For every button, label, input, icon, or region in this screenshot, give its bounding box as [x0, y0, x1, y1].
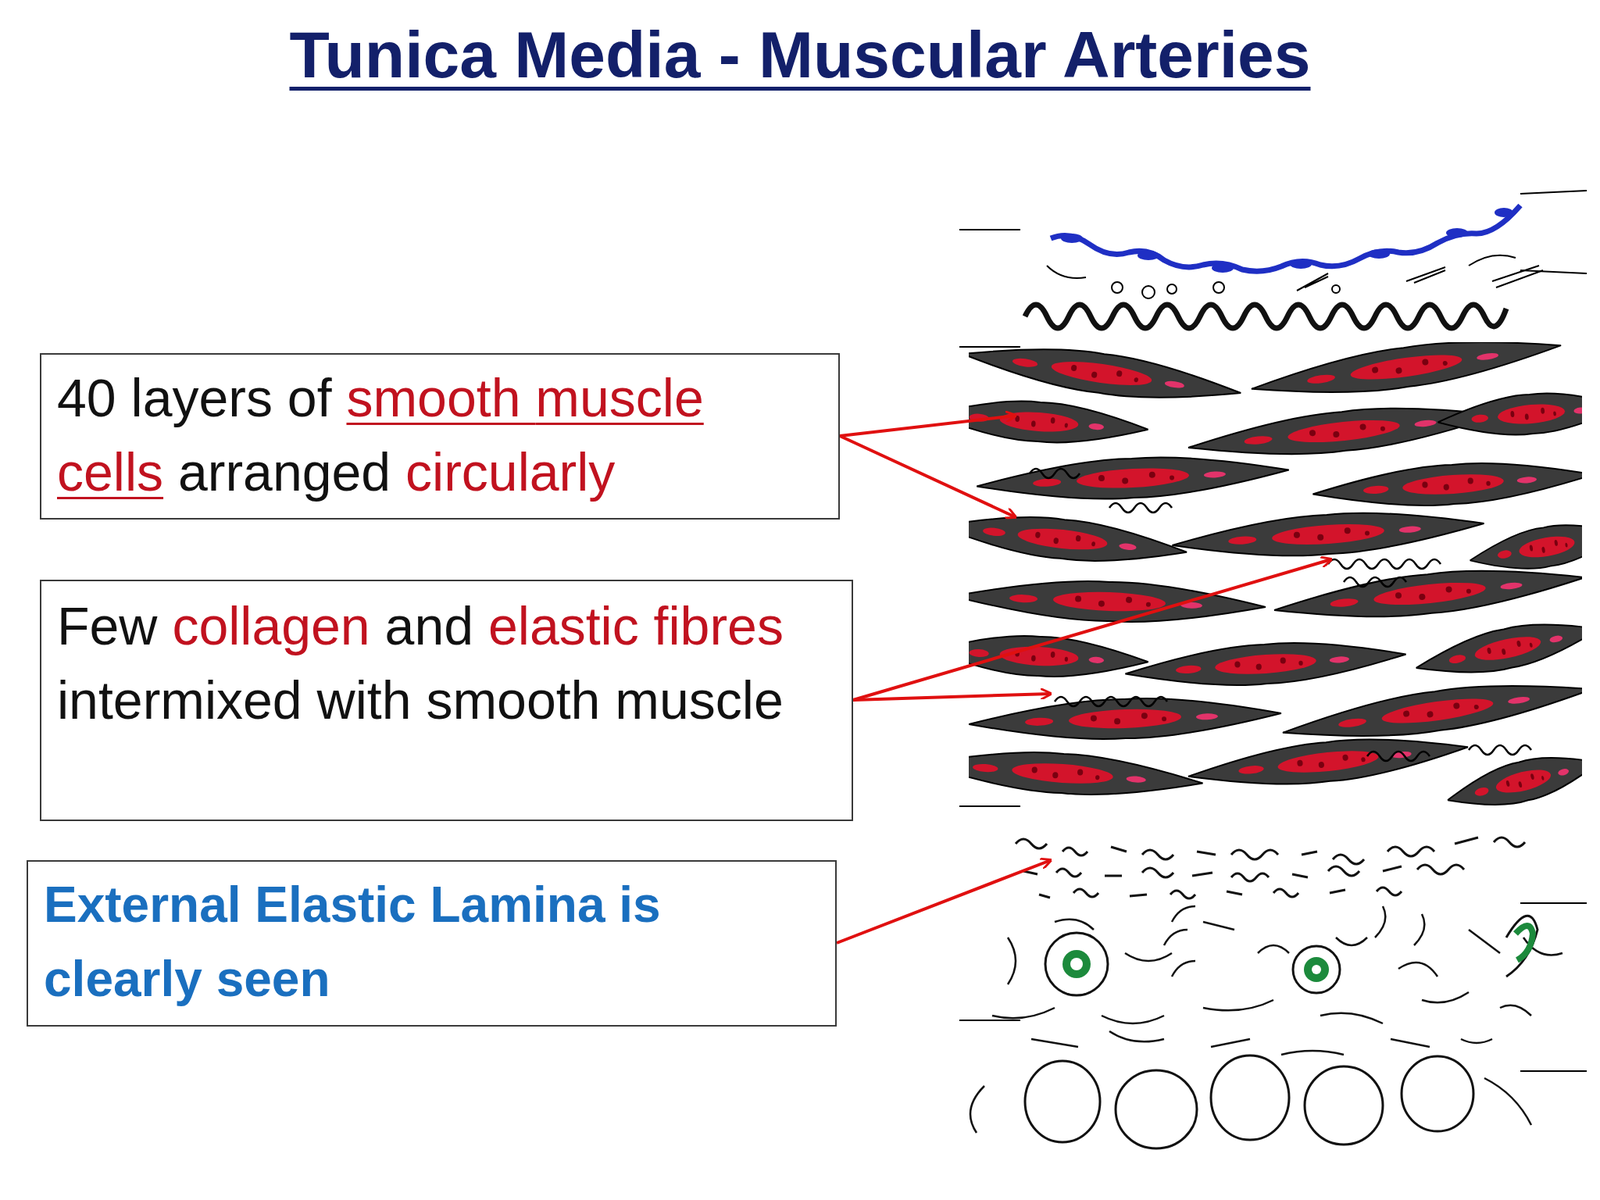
word: with	[317, 670, 412, 730]
highlighted-word: elastic	[488, 596, 654, 656]
subendothelial-layer	[1046, 255, 1543, 299]
external-elastic-lamina	[1015, 837, 1525, 899]
box-text: External Elastic Lamina is clearly seen	[43, 867, 820, 1017]
slide-title: Tunica Media - Muscular Arteries	[0, 17, 1600, 93]
word: Few	[57, 596, 158, 656]
word: smooth	[425, 670, 600, 730]
word: arranged	[178, 442, 391, 502]
smooth-muscle-layers	[968, 342, 1583, 820]
text-box: External Elastic Lamina is clearly seen	[26, 860, 837, 1027]
highlighted-word: collagen	[171, 596, 370, 656]
blood-vessel	[1062, 925, 1533, 983]
word: muscle	[614, 670, 783, 730]
pointer-arrow	[836, 415, 1332, 943]
word: External	[43, 876, 242, 933]
word: layers	[131, 367, 273, 428]
word: clearly	[43, 950, 203, 1008]
word: is	[618, 876, 661, 933]
word: Lamina	[429, 876, 605, 933]
box-text: Few collagen and elastic fibres intermix…	[57, 589, 836, 738]
highlighted-word: muscle	[535, 367, 704, 428]
word: seen	[216, 950, 331, 1008]
tunica-adventitia	[970, 906, 1563, 1149]
internal-elastic-lamina	[1025, 304, 1507, 329]
highlighted-word: circularly	[405, 442, 615, 502]
word: and	[385, 596, 474, 656]
word: of	[287, 367, 333, 428]
text-box: Few collagen and elastic fibres intermix…	[39, 579, 854, 822]
word: Elastic	[254, 876, 416, 933]
word: 40	[57, 367, 117, 428]
word: intermixed	[57, 670, 303, 730]
text-box: 40 layers of smooth muscle cells arrange…	[39, 353, 840, 520]
highlighted-word: smooth	[346, 367, 536, 428]
endothelium	[1050, 205, 1521, 273]
elastic-fibre	[1029, 468, 1532, 761]
highlighted-word: cells	[57, 442, 164, 502]
highlighted-word: fibres	[653, 596, 784, 656]
box-text: 40 layers of smooth muscle cells arrange…	[57, 360, 823, 510]
